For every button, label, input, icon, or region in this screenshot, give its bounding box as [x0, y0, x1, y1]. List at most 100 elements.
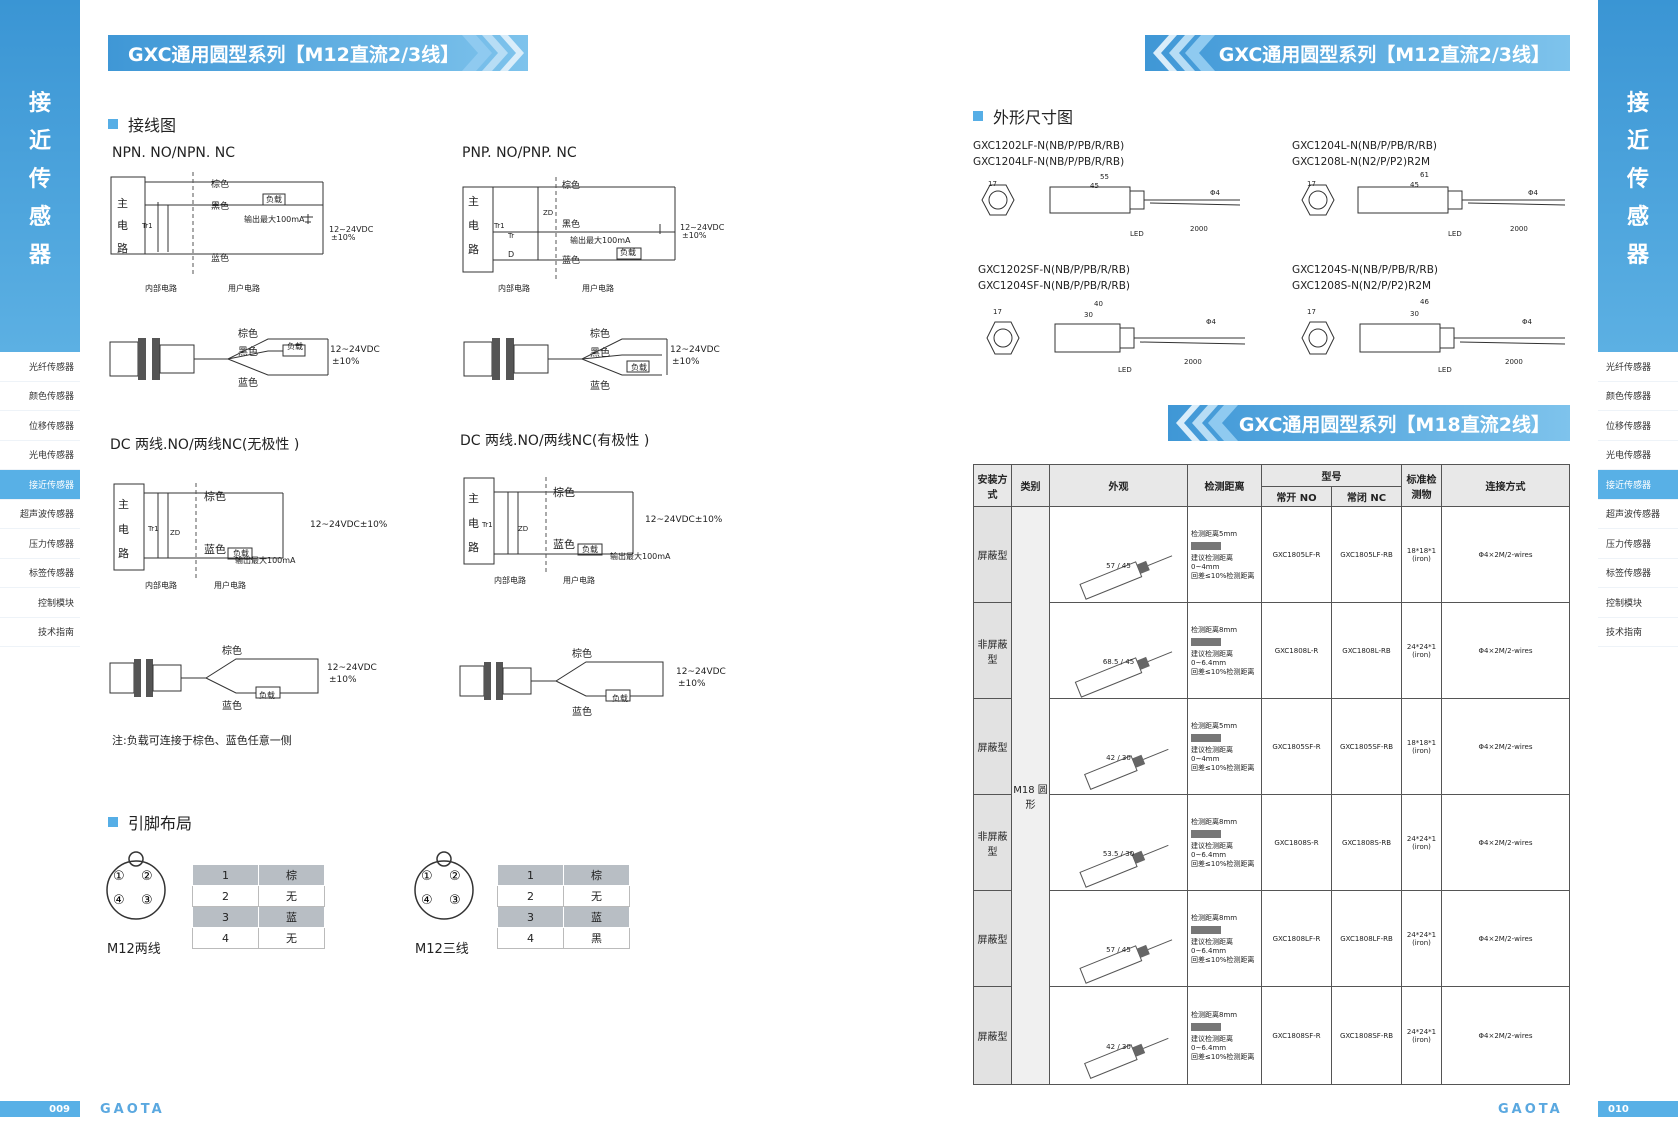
row-connection: Φ4×2M/2-wires	[1441, 890, 1570, 987]
left-sidebar-vertical-title: 接 近 传 感 器	[0, 90, 80, 270]
row-nc: GXC1808SF-RB	[1331, 986, 1402, 1085]
sidebar-item-guide[interactable]: 技术指南	[0, 618, 80, 647]
dim-model: GXC1204SF-N(NB/P/PB/R/RB)	[978, 280, 1131, 292]
sidebar-item-color[interactable]: 颜色传感器	[1598, 382, 1678, 411]
sidebar-item-pressure[interactable]: 压力传感器	[1598, 529, 1678, 559]
npn-brown: 棕色	[211, 180, 230, 190]
pin-number: 1	[497, 864, 564, 886]
vert-char: 接	[28, 91, 51, 116]
dim4-led: LED	[1438, 366, 1452, 374]
dim-models-4: GXC1204S-N(NB/P/PB/R/RB) GXC1208S-N(N2/P…	[1292, 262, 1438, 294]
dcp-main-2: 电	[468, 517, 479, 530]
dim1-led: LED	[1130, 230, 1144, 238]
th-appearance: 外观	[1049, 464, 1188, 507]
sensor-illustration	[1083, 1037, 1169, 1079]
row-appearance: 57 / 45	[1049, 890, 1188, 987]
row-connection: Φ4×2M/2-wires	[1441, 986, 1570, 1085]
sidebar-item-fiber[interactable]: 光纤传感器	[1598, 352, 1678, 382]
pnp-d: D	[508, 250, 515, 259]
npn-max: 输出最大100mA	[244, 215, 305, 224]
distance-label: 检测距离8mm	[1191, 817, 1238, 826]
len-label: 53.5	[1102, 850, 1119, 858]
pnp-wiring-diagram	[462, 177, 676, 282]
right-banner-top: GXC通用圆型系列【M12直流2/3线】	[1145, 35, 1570, 71]
row-nc: GXC1805SF-RB	[1331, 698, 1402, 795]
dcn-main-1: 主	[118, 498, 129, 511]
row-target: 24*24*1 (iron)	[1401, 986, 1442, 1085]
vert-char: 感	[28, 205, 51, 230]
th-target: 标准检测物	[1401, 464, 1442, 507]
sidebar-item-photoelectric[interactable]: 光电传感器	[1598, 441, 1678, 470]
pnp-black: 黑色	[562, 220, 581, 230]
sidebar-item-pressure[interactable]: 压力传感器	[0, 529, 80, 559]
sidebar-item-label[interactable]: 标签传感器	[0, 559, 80, 588]
row-no: GXC1805LF-R	[1261, 506, 1332, 603]
left-sidebar-hero	[0, 0, 80, 352]
sidebar-item-displacement[interactable]: 位移传感器	[0, 411, 80, 441]
row-no: GXC1808LF-R	[1261, 890, 1332, 987]
sidebar-item-label[interactable]: 标签传感器	[1598, 559, 1678, 588]
sidebar-item-control[interactable]: 控制模块	[1598, 588, 1678, 618]
sidebar-item-color[interactable]: 颜色传感器	[0, 382, 80, 411]
pnp-cable-brown: 棕色	[590, 329, 610, 340]
th-no: 常开 NO	[1261, 486, 1332, 507]
vert-char: 传	[28, 167, 51, 192]
pnp-main-2: 电	[468, 219, 479, 232]
left-page-number: 009	[0, 1101, 80, 1117]
npn-internal: 内部电路	[145, 284, 177, 293]
pnp-blue: 蓝色	[562, 256, 581, 266]
right-page-number: 010	[1598, 1101, 1678, 1117]
sidebar-item-ultrasonic[interactable]: 超声波传感器	[0, 500, 80, 529]
sidebar-item-displacement[interactable]: 位移传感器	[1598, 411, 1678, 441]
m12-three-label: M12三线	[415, 942, 469, 957]
dcn-internal: 内部电路	[145, 581, 177, 590]
vert-char: 器	[28, 243, 51, 268]
table-row: 屏蔽型 57 / 45 检测距离8mm 建议检测距离0~6.4mm 回差≤10%…	[973, 890, 1570, 987]
right-logo: GAOTA	[1498, 1102, 1563, 1117]
th-connection: 连接方式	[1441, 464, 1570, 507]
dcp-brown: 棕色	[553, 486, 575, 499]
row-type: 屏蔽型	[973, 890, 1012, 987]
table-row: 屏蔽型 42 / 30 检测距离8mm 建议检测距离0~6.4mm 回差≤10%…	[973, 986, 1570, 1085]
row-no: GXC1805SF-R	[1261, 698, 1332, 795]
sidebar-item-fiber[interactable]: 光纤传感器	[0, 352, 80, 382]
dim4-hex: 17	[1307, 308, 1316, 316]
npn-black: 黑色	[211, 202, 230, 212]
dcn-tr1: Tr1	[148, 525, 159, 533]
distance-label: 检测距离8mm	[1191, 1010, 1238, 1019]
th-nc: 常闭 NC	[1331, 486, 1402, 507]
sidebar-item-guide[interactable]: 技术指南	[1598, 618, 1678, 647]
dcp-cable-brown: 棕色	[572, 649, 592, 660]
dim1-phi: Φ4	[1210, 189, 1220, 197]
sidebar-item-ultrasonic[interactable]: 超声波传感器	[1598, 500, 1678, 529]
pin-number: 2	[192, 885, 259, 907]
dcn-brown: 棕色	[204, 490, 226, 503]
sidebar-item-photoelectric[interactable]: 光电传感器	[0, 441, 80, 470]
dim3-led: LED	[1118, 366, 1132, 374]
recommended-label: 建议检测距离0~6.4mm	[1191, 649, 1233, 667]
pin-number: 1	[192, 864, 259, 886]
sidebar-item-proximity[interactable]: 接近传感器	[0, 470, 80, 500]
th-category: 类别	[1011, 464, 1050, 507]
row-appearance: 57 / 45	[1049, 506, 1188, 603]
row-appearance: 42 / 30	[1049, 698, 1188, 795]
recommended-label: 建议检测距离0~4mm	[1191, 745, 1233, 763]
len-label: 68.5	[1102, 658, 1119, 666]
sidebar-item-control[interactable]: 控制模块	[0, 588, 80, 618]
row-nc: GXC1805LF-RB	[1331, 506, 1402, 603]
recommended-label: 建议检测距离0~4mm	[1191, 553, 1233, 571]
vert-char: 近	[28, 129, 51, 154]
pnp-main-1: 主	[468, 195, 479, 208]
svg-text:②: ②	[449, 869, 461, 884]
sidebar-item-proximity[interactable]: 接近传感器	[1598, 470, 1678, 500]
dim3-cable: 2000	[1184, 358, 1202, 366]
right-banner-mid-title: GXC通用圆型系列【M18直流2线】	[1238, 413, 1550, 436]
dcp-zd: ZD	[518, 525, 529, 533]
pin-number: 4	[192, 927, 259, 949]
pnp-internal: 内部电路	[498, 284, 530, 293]
